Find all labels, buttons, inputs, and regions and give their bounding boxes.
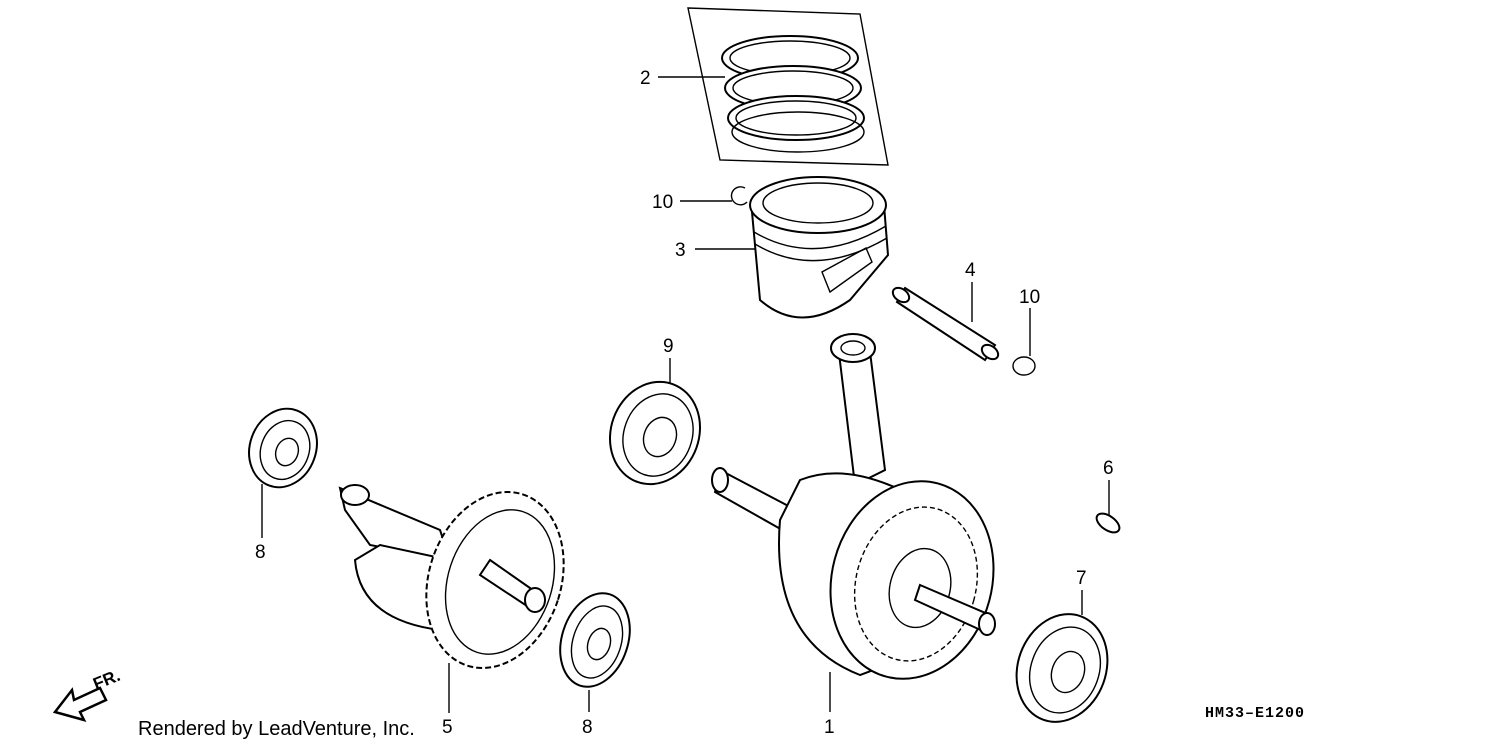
piston-pin-clip-right[interactable] bbox=[1012, 356, 1036, 376]
radial-ball-bearing-9[interactable] bbox=[596, 369, 714, 497]
front-marker-label: FR. bbox=[90, 666, 123, 694]
callout-8-bottom: 8 bbox=[582, 717, 593, 738]
drawing-code: HM33–E1200 bbox=[1205, 705, 1306, 722]
leader-lines bbox=[261, 76, 1110, 713]
piston-pin-clip-left[interactable] bbox=[730, 186, 748, 206]
callout-5: 5 bbox=[442, 717, 453, 738]
callout-7: 7 bbox=[1076, 568, 1087, 589]
piston-pin[interactable] bbox=[890, 285, 1001, 362]
callout-10-clip-right: 10 bbox=[1019, 287, 1040, 308]
crankshaft-connecting-rod-assembly[interactable] bbox=[711, 333, 1015, 697]
piston[interactable] bbox=[749, 176, 890, 319]
callout-2: 2 bbox=[640, 68, 651, 89]
front-direction-arrow-icon bbox=[52, 686, 108, 722]
callout-9: 9 bbox=[663, 336, 674, 357]
callout-10-clip-left: 10 bbox=[652, 192, 673, 213]
callout-1: 1 bbox=[824, 717, 835, 738]
callout-4: 4 bbox=[965, 260, 976, 281]
radial-ball-bearing-7[interactable] bbox=[1002, 601, 1122, 734]
callout-6: 6 bbox=[1103, 458, 1114, 479]
callout-8-left: 8 bbox=[255, 542, 266, 563]
footer-credit: Rendered by LeadVenture, Inc. bbox=[138, 718, 415, 740]
radial-ball-bearing-8-bottom[interactable] bbox=[549, 584, 641, 696]
piston-ring-set[interactable] bbox=[687, 7, 889, 166]
callout-3: 3 bbox=[675, 240, 686, 261]
woodruff-key[interactable] bbox=[1093, 510, 1122, 536]
balancer-shaft[interactable] bbox=[338, 474, 586, 686]
radial-ball-bearing-8-left[interactable] bbox=[238, 399, 327, 497]
